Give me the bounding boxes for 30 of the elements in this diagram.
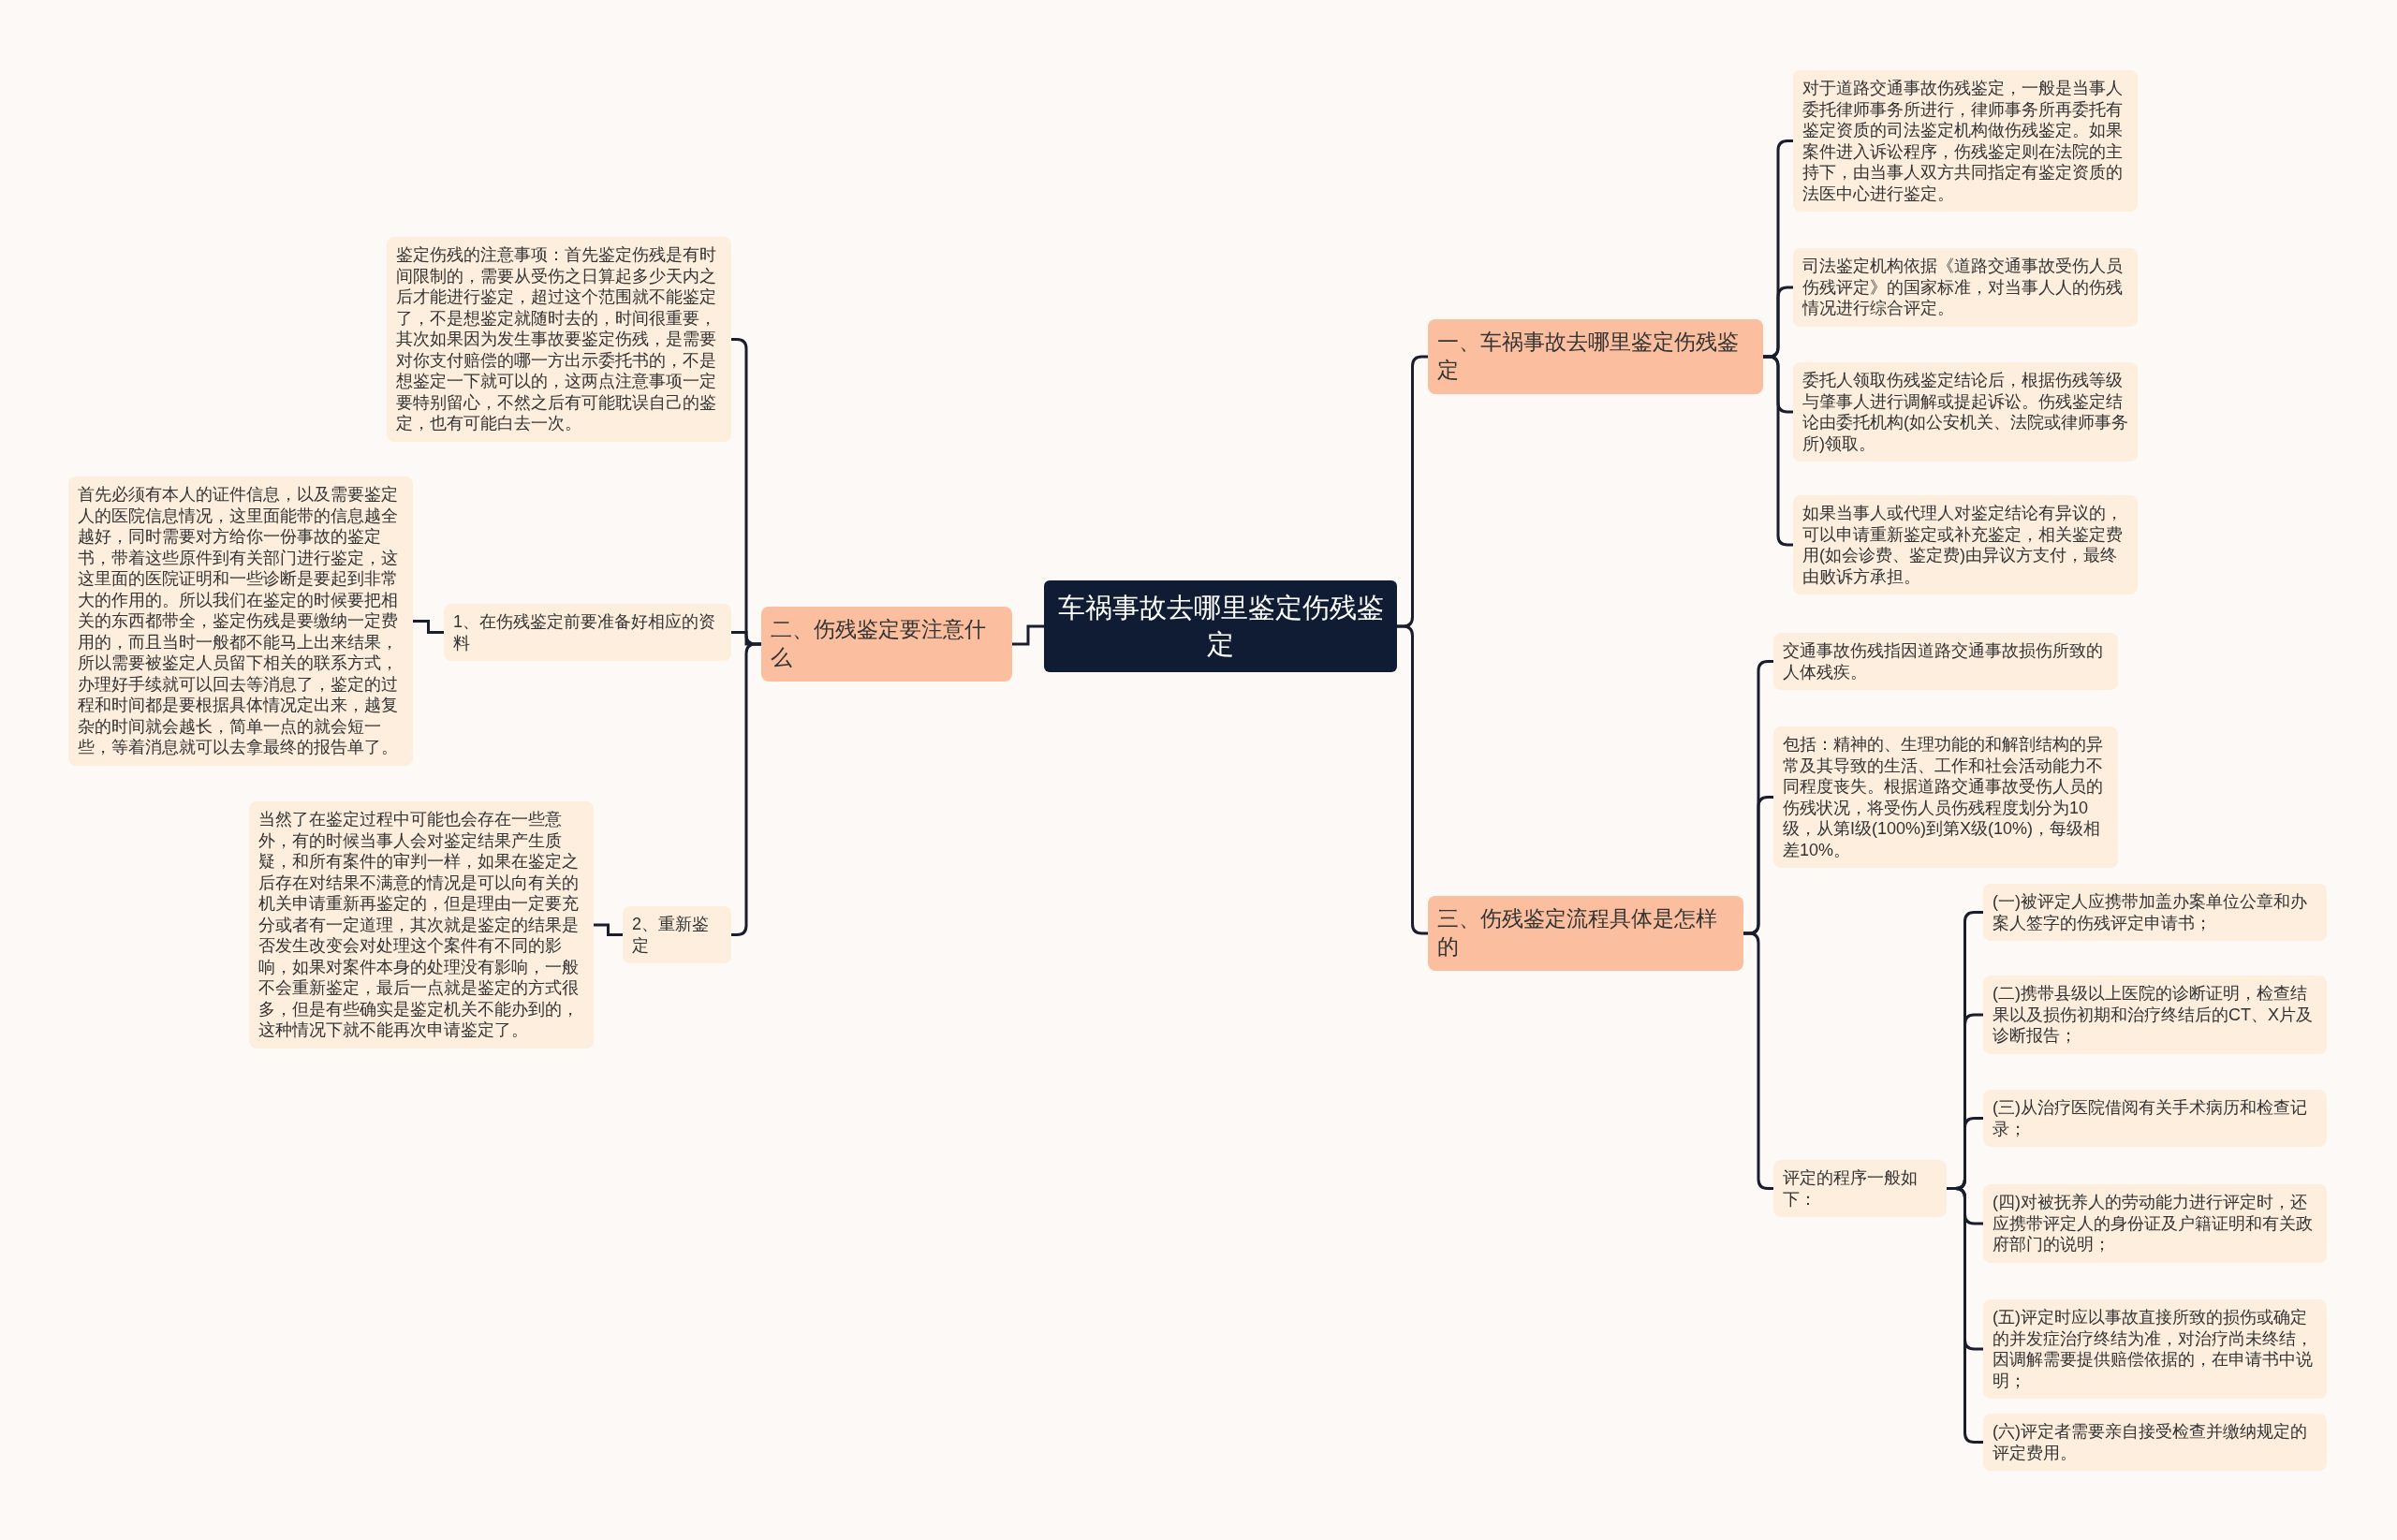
branch-topic: 三、伤残鉴定流程具体是怎样的 — [1428, 896, 1743, 971]
note-box: 2、重新鉴定 — [623, 906, 731, 963]
connector-line — [594, 923, 623, 936]
note-box: (一)被评定人应携带加盖办案单位公章和办案人签字的伤残评定申请书； — [1983, 884, 2327, 941]
note-box: 对于道路交通事故伤残鉴定，一般是当事人委托律师事务所进行，律师事务所再委托有鉴定资质的司法鉴定机构做伤残鉴定。如果案件进入诉讼程序，伤残鉴定则在法院的主持下，由当事人双方共同指定有鉴定资质的法医中心进行鉴定。 — [1793, 70, 2138, 212]
connector-line — [1763, 355, 1793, 547]
note-box: (五)评定时应以事故直接所致的损伤或确定的并发症治疗终结为准，对治疗尚未终结，因调解需要提供赔偿依据的，在申请书中说明； — [1983, 1299, 2327, 1399]
note-box: 1、在伤残鉴定前要准备好相应的资料 — [444, 604, 731, 661]
note-box: 包括：精神的、生理功能的和解剖结构的异常及其导致的生活、工作和社会活动能力不同程度丧失。根据道路交通事故受伤人员的伤残状况，将受伤人员伤残程度划分为10级，从第I级(100%)到第X级(10%)，每级相差10%。 — [1773, 726, 2118, 868]
connector-line — [731, 642, 761, 936]
connector-line — [413, 620, 444, 634]
note-box: 交通事故伤残指因道路交通事故损伤所致的人体残疾。 — [1773, 633, 2118, 690]
note-box: 司法鉴定机构依据《道路交通事故受伤人员伤残评定》的国家标准，对当事人人的伤残情况进行综合评定。 — [1793, 248, 2138, 327]
note-box: 委托人领取伤残鉴定结论后，根据伤残等级与肇事人进行调解或提起诉讼。伤残鉴定结论由委托机构(如公安机关、法院或律师事务所)领取。 — [1793, 362, 2138, 462]
note-box: (三)从治疗医院借阅有关手术病历和检查记录； — [1983, 1090, 2327, 1147]
note-box: (四)对被抚养人的劳动能力进行评定时，还应携带评定人的身份证及户籍证明和有关政府部门的说明； — [1983, 1184, 2327, 1263]
note-box: 鉴定伤残的注意事项：首先鉴定伤残是有时间限制的，需要从受伤之日算起多少天内之后才能进行鉴定，超过这个范围就不能鉴定了，不是想鉴定就随时去的，时间很重要，其次如果因为发生事故要鉴定伤残，是需要对你支付赔偿的哪一方出示委托书的，不是想鉴定一下就可以的，这两点注意事项一定要特别留心，不然之后有可能耽误自己的鉴定，也有可能白去一次。 — [387, 237, 731, 442]
central-topic: 车祸事故去哪里鉴定伤残鉴定 — [1044, 580, 1397, 673]
note-box: 如果当事人或代理人对鉴定结论有异议的，可以申请重新鉴定或补充鉴定，相关鉴定费用(如会诊费、鉴定费)由异议方支付，最终由败诉方承担。 — [1793, 495, 2138, 594]
branch-topic: 一、车祸事故去哪里鉴定伤残鉴定 — [1428, 319, 1763, 394]
branch-topic: 二、伤残鉴定要注意什么 — [761, 607, 1012, 682]
note-box: (二)携带县级以上医院的诊断证明，检查结果以及损伤初期和治疗终结后的CT、X片及诊断报告； — [1983, 975, 2327, 1054]
note-box: (六)评定者需要亲自接受检查并缴纳规定的评定费用。 — [1983, 1414, 2327, 1471]
note-box: 当然了在鉴定过程中可能也会存在一些意外，有的时候当事人会对鉴定结果产生质疑，和所有案件的审判一样，如果在鉴定之后存在对结果不满意的情况是可以向有关的机关申请重新再鉴定的，但是理由一定要充分或者有一定道理，其次就是鉴定的结果是否发生改变会对处理这个案件有不同的影响，如果对案件本身的处理没有影响，一般不会重新鉴定，最后一点就是鉴定的方式很多，但是有些确实是鉴定机关不能办到的，这种情况下就不能再次申请鉴定了。 — [249, 801, 594, 1049]
note-box: 首先必须有本人的证件信息，以及需要鉴定人的医院信息情况，这里面能带的信息越全越好，同时需要对方给你一份事故的鉴定书，带着这些原件到有关部门进行鉴定，这这里面的医院证明和一些诊断是要起到非常大的作用的。所以我们在鉴定的时候要把相关的东西都带全，鉴定伤残是要缴纳一定费用的，而且当时一般都不能马上出来结果，所以需要被鉴定人员留下相关的联系方式，办理好手续就可以回去等消息了，鉴定的过程和时间都是要根据具体情况定出来，越复杂的时间就会越长，简单一点的就会短一些，等着消息就可以去拿最终的报告单了。 — [68, 477, 413, 766]
connector-line — [1743, 931, 1773, 1190]
connector-line — [1947, 1187, 1983, 1444]
connector-line — [1397, 624, 1428, 935]
connector-line — [1012, 624, 1044, 646]
note-box: 评定的程序一般如下： — [1773, 1160, 1947, 1217]
